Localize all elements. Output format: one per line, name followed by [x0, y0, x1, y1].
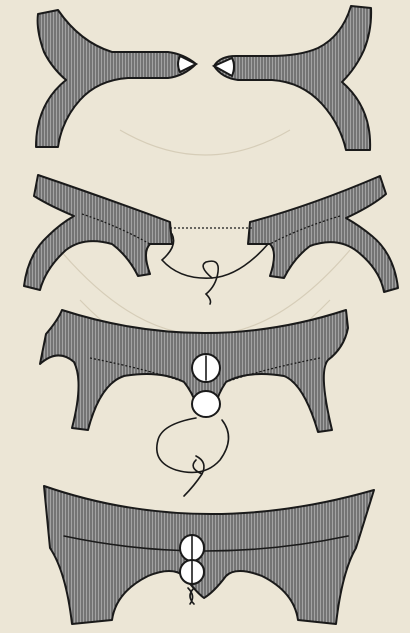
- stage-4-piece: [44, 486, 374, 624]
- stage-1-left-piece: [36, 10, 196, 147]
- stage-4-thread-tail: [188, 588, 194, 604]
- stage-2-right-piece: [248, 176, 398, 292]
- stage-3: [40, 310, 348, 496]
- stage-2-thread-loop: [203, 261, 218, 304]
- stage-3-button-lower: [192, 391, 220, 417]
- stage-3-thread-tail: [184, 456, 204, 496]
- stage-2: [24, 175, 398, 304]
- stage-1-right-piece: [214, 6, 371, 150]
- stage-1-left-notch: [178, 56, 196, 72]
- stage-4: [44, 486, 374, 624]
- stage-1: [36, 6, 371, 150]
- stage-2-left-piece: [24, 175, 172, 290]
